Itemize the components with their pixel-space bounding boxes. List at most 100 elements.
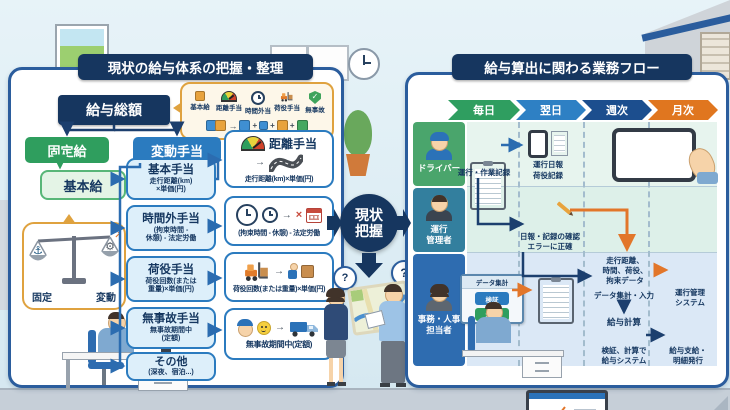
arrow-glyph: →	[281, 209, 292, 221]
legend-item: 距離手当	[215, 91, 243, 115]
plus-glyph: +	[252, 121, 258, 130]
variable-item-other: その他 (深夜、宿泊...)	[126, 352, 216, 381]
legend-item: ✓ 無事故	[302, 91, 328, 115]
monitor-titlebar	[529, 393, 605, 399]
detail-no-accident: → 無事故期間中(定額)	[224, 308, 334, 360]
detail-formula: 走行距離(km)×単価(円)	[244, 175, 314, 183]
office-staff-avatar	[426, 284, 452, 312]
fixed-salary-label: 固定給	[47, 143, 87, 159]
popup-title: データ集計	[462, 276, 522, 289]
detail-distance: 距離手当 → 走行距離(km)×単価(円)	[224, 130, 334, 188]
balance-scale-icon: ⚓ ⚙ ↗	[29, 230, 122, 284]
speedometer-icon	[240, 135, 265, 151]
clock-icon	[235, 204, 258, 226]
legend-label: 時間外当	[245, 108, 271, 115]
variable-item-no-accident: 無事故手当 無事故期間中 (定額)	[126, 307, 216, 349]
variable-item-sub: (深夜、宿泊...)	[148, 368, 194, 376]
legend-item: 荷役手当	[273, 91, 301, 115]
shield-check-icon: ✓	[309, 91, 321, 104]
plant-pot	[346, 154, 370, 176]
plant-leaves	[344, 110, 372, 156]
calc-note: 検証、計算で 給与システム	[601, 346, 647, 365]
left-panel-title-text: 現状の給与体系の把握・整理	[107, 61, 284, 76]
wall-clock-icon	[348, 48, 380, 80]
timeline-label: 翌日	[540, 105, 562, 117]
timeline-label: 週次	[606, 105, 628, 117]
woman-figure	[318, 288, 352, 388]
right-panel-title: 給与算出に関わる業務フロー	[452, 54, 692, 80]
office-chair	[468, 316, 475, 352]
detail-overtime: → × (拘束時間 - 休憩) - 法定労働	[224, 196, 334, 246]
smiley-icon	[257, 320, 271, 335]
office-worker-figure	[476, 302, 512, 348]
detail-title: 距離手当	[268, 136, 317, 151]
clipboard-check-icon	[538, 278, 574, 324]
driver-avatar	[426, 132, 452, 161]
office-chair-base	[102, 369, 106, 385]
calendar-icon	[306, 207, 323, 223]
box-icon	[301, 264, 314, 278]
bar-chart-icon	[561, 406, 596, 410]
cube-icon	[195, 91, 205, 101]
plus-glyph: +	[270, 121, 275, 130]
forklift-icon	[245, 262, 268, 281]
arrow-glyph: →	[255, 157, 265, 168]
desk	[462, 350, 564, 357]
scale-fixed-label: 固定	[32, 293, 52, 304]
question-bubble: ?	[333, 266, 357, 290]
timeline-label: 毎日	[473, 105, 495, 117]
manager-note: 日報・記録の確認 エラーに正確	[520, 232, 580, 251]
current-status-circle: 現状 把握	[340, 194, 398, 252]
detail-formula: (拘束時間 - 休憩) - 法定労働	[238, 230, 320, 237]
legend-label: 無事故	[305, 107, 325, 114]
variable-item-title: 荷役手当	[148, 263, 194, 276]
gear-icon: ⚙	[105, 241, 115, 253]
scale-bubble-pointer	[62, 214, 76, 224]
legend-label: 基本給	[190, 104, 210, 111]
base-salary-box: 基本給	[40, 170, 126, 200]
variable-item-title: 時間外手当	[142, 212, 200, 225]
timeline-label: 月次	[672, 105, 694, 117]
variable-item-basic: 基本手当 走行距離(km) ×単価(円)	[126, 158, 216, 200]
variable-item-title: その他	[154, 355, 188, 368]
side-desk	[0, 200, 8, 310]
legend-pointer	[173, 102, 182, 114]
legend-label: 荷役手当	[274, 105, 300, 112]
variable-item-overtime: 時間外手当 (拘束時間 - 休憩) - 法定労働	[126, 205, 216, 251]
legend-item: 時間外当	[244, 91, 272, 115]
arrow-glyph: →	[274, 265, 284, 277]
right-panel-title-text: 給与算出に関わる業務フロー	[484, 61, 660, 76]
arrow-glyph: →	[228, 120, 238, 131]
variable-item-title: 無事故手当	[142, 312, 200, 325]
payroll-calc-label: 給与計算	[606, 317, 641, 327]
anchor-icon: ⚓	[33, 245, 43, 257]
sleeve	[697, 172, 718, 184]
pay-label: 給与支給・ 明細発行	[669, 346, 707, 365]
variable-allowance-label: 変動手当	[150, 143, 203, 159]
man-figure	[364, 284, 412, 388]
variable-item-sub: (拘束時間 - 休憩) - 法定労働	[145, 226, 197, 242]
variable-item-sub: 走行距離(km) ×単価(円)	[149, 177, 193, 193]
large-tablet-icon	[612, 128, 696, 182]
role-label: 事務・人事 担当者	[417, 314, 461, 335]
role-label: 運行 管理者	[426, 224, 452, 245]
manager-avatar	[426, 195, 452, 222]
popup-verify-button: 検証	[475, 292, 509, 305]
detail-cargo: → 荷役回数(または重量)×単価(円)	[224, 252, 334, 302]
road-icon	[269, 154, 303, 172]
legend-equation: → + + +	[186, 120, 328, 131]
base-salary-label: 基本給	[63, 178, 103, 194]
total-salary-box: 給与総額	[58, 95, 170, 125]
variable-item-sub: 荷役回数(または 重量)×単価(円)	[145, 277, 197, 293]
left-panel-title: 現状の給与体系の把握・整理	[78, 54, 313, 80]
speedometer-icon	[221, 91, 237, 102]
role-office: 事務・人事 担当者	[413, 254, 465, 366]
watermark-triangle	[714, 396, 728, 410]
forklift-icon	[280, 92, 293, 102]
up-arrow-icon: ↗	[114, 230, 122, 240]
variable-item-title: 基本手当	[148, 163, 194, 176]
plant	[341, 110, 375, 180]
column-divider	[648, 122, 650, 366]
legend-item: 基本給	[186, 91, 214, 115]
